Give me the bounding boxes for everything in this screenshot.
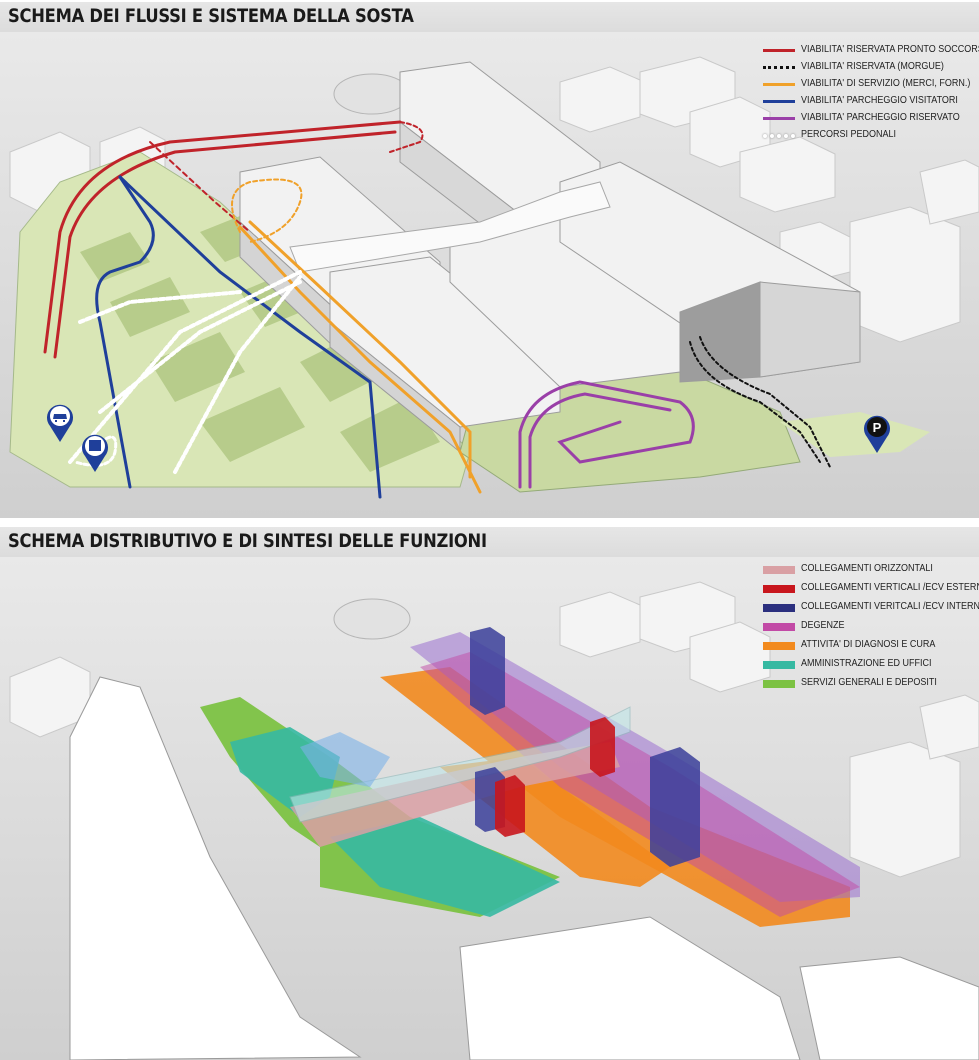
bottom-title: SCHEMA DISTRIBUTIVO E DI SINTESI DELLE F… xyxy=(8,530,487,552)
functions-legend: COLLEGAMENTI ORIZZONTALI COLLEGAMENTI VE… xyxy=(763,563,979,694)
elevated-walkway xyxy=(289,706,631,823)
zone-degenze-2 xyxy=(420,652,860,917)
site-bottom-white xyxy=(459,916,801,1060)
parking-icon: P xyxy=(873,420,882,435)
top-title-bar: SCHEMA DEI FLUSSI E SISTEMA DELLA SOSTA xyxy=(0,2,979,32)
site-right-white xyxy=(799,956,979,1060)
zone-amministrazione-2 xyxy=(330,817,560,917)
flows-map xyxy=(0,32,979,518)
bus-icon xyxy=(89,440,101,451)
zone-light-blue xyxy=(300,732,390,787)
legend-swatch xyxy=(763,117,795,120)
bus-pin xyxy=(82,434,108,472)
legend-swatch xyxy=(763,604,795,612)
legend-swatch xyxy=(763,642,795,650)
functions-diagram: COLLEGAMENTI ORIZZONTALI COLLEGAMENTI VE… xyxy=(0,557,979,1060)
legend-swatch xyxy=(763,661,795,669)
surrounding-buildings xyxy=(9,56,979,343)
rotunda xyxy=(333,73,411,115)
rotunda xyxy=(333,598,411,640)
elevated-walkway xyxy=(289,181,611,273)
flows-diagram: P VIABILITA' RISERVATA PRONTO SOCCORSO V… xyxy=(0,32,979,518)
legend-swatch xyxy=(763,100,795,103)
legend-swatch xyxy=(763,680,795,688)
parking-pin: P xyxy=(864,415,890,453)
taxi-pin xyxy=(47,404,73,442)
legend-swatch xyxy=(763,585,795,593)
flow-paths xyxy=(43,120,831,499)
parking-field-far-right xyxy=(780,412,930,457)
zone-collegamenti-orizzontali xyxy=(290,742,620,847)
legend-swatch xyxy=(763,83,795,86)
hospital-buildings xyxy=(239,61,861,454)
legend-swatch xyxy=(763,134,795,138)
legend-swatch xyxy=(763,566,795,574)
functions-map xyxy=(0,557,979,1060)
top-title: SCHEMA DEI FLUSSI E SISTEMA DELLA SOSTA xyxy=(8,5,414,27)
bottom-title-bar: SCHEMA DISTRIBUTIVO E DI SINTESI DELLE F… xyxy=(0,527,979,557)
legend-swatch xyxy=(763,66,795,69)
legend-swatch xyxy=(763,623,795,631)
surrounding-buildings xyxy=(9,581,979,878)
legend-swatch xyxy=(763,49,795,52)
vertical-cores xyxy=(470,627,700,867)
flows-legend: VIABILITA' RISERVATA PRONTO SOCCORSO VIA… xyxy=(763,44,979,155)
taxi-icon xyxy=(53,414,67,422)
